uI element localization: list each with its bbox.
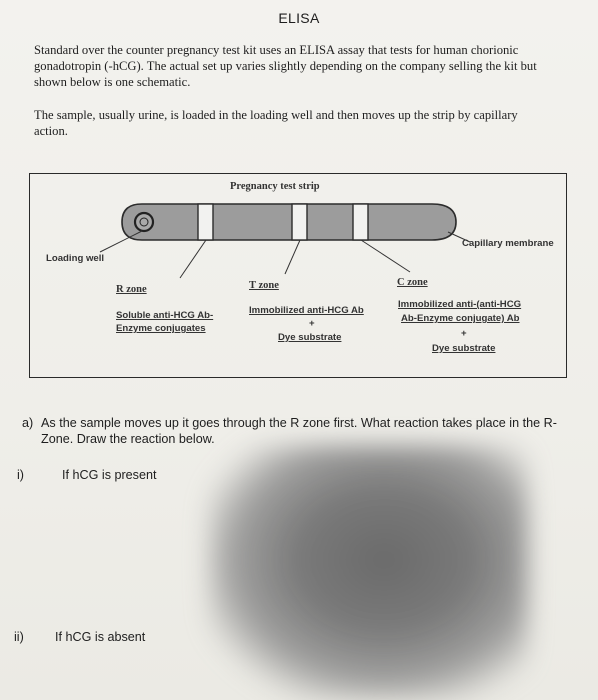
question-a-text: As the sample moves up it goes through t… (41, 416, 557, 446)
loading-well-circle (133, 211, 155, 233)
strip-schematic (99, 203, 471, 279)
intro-paragraph: Standard over the counter pregnancy test… (34, 43, 537, 89)
sample-paragraph: The sample, usually urine, is loaded in … (34, 108, 518, 138)
c-zone-desc-3: Dye substrate (432, 343, 496, 354)
test-strip-body (121, 203, 457, 241)
r-zone-label: R zone (116, 284, 147, 295)
capillary-leader (447, 231, 471, 243)
loading-well-label: Loading well (46, 253, 105, 264)
page-title: ELISA (278, 10, 320, 26)
elisa-strip-diagram: Pregnancy test strip Loading well Capill… (29, 173, 567, 378)
t-zone-label: T zone (249, 280, 279, 291)
c-zone-plus: + (461, 328, 467, 339)
question-i-label: i) (17, 468, 24, 482)
c-zone-desc-2: Ab-Enzyme conjugate) Ab (401, 313, 520, 324)
question-i-text: If hCG is present (62, 468, 157, 482)
r-zone-desc-2: Enzyme conjugates (116, 323, 206, 334)
r-zone-band (197, 203, 214, 241)
c-zone-leader (360, 239, 411, 273)
t-zone-desc-2: Dye substrate (278, 332, 342, 343)
c-zone-band (352, 203, 369, 241)
strip-title-label: Pregnancy test strip (230, 181, 320, 192)
t-zone-band (291, 203, 308, 241)
question-ii-text: If hCG is absent (55, 630, 146, 644)
r-zone-leader (179, 239, 207, 279)
c-zone-desc-1: Immobilized anti-(anti-HCG (398, 299, 522, 310)
r-zone-desc-1: Soluble anti-HCG Ab- (116, 310, 214, 321)
t-zone-leader (284, 239, 301, 275)
t-zone-desc-1: Immobilized anti-HCG Ab (249, 305, 364, 316)
c-zone-label: C zone (397, 277, 428, 288)
redacted-blur-region (208, 445, 528, 700)
question-a-label: a) (22, 416, 34, 430)
capillary-membrane-label: Capillary membrane (462, 238, 554, 249)
loading-well-leader (99, 230, 143, 253)
question-ii-label: ii) (14, 630, 24, 644)
t-zone-plus: + (309, 318, 315, 329)
